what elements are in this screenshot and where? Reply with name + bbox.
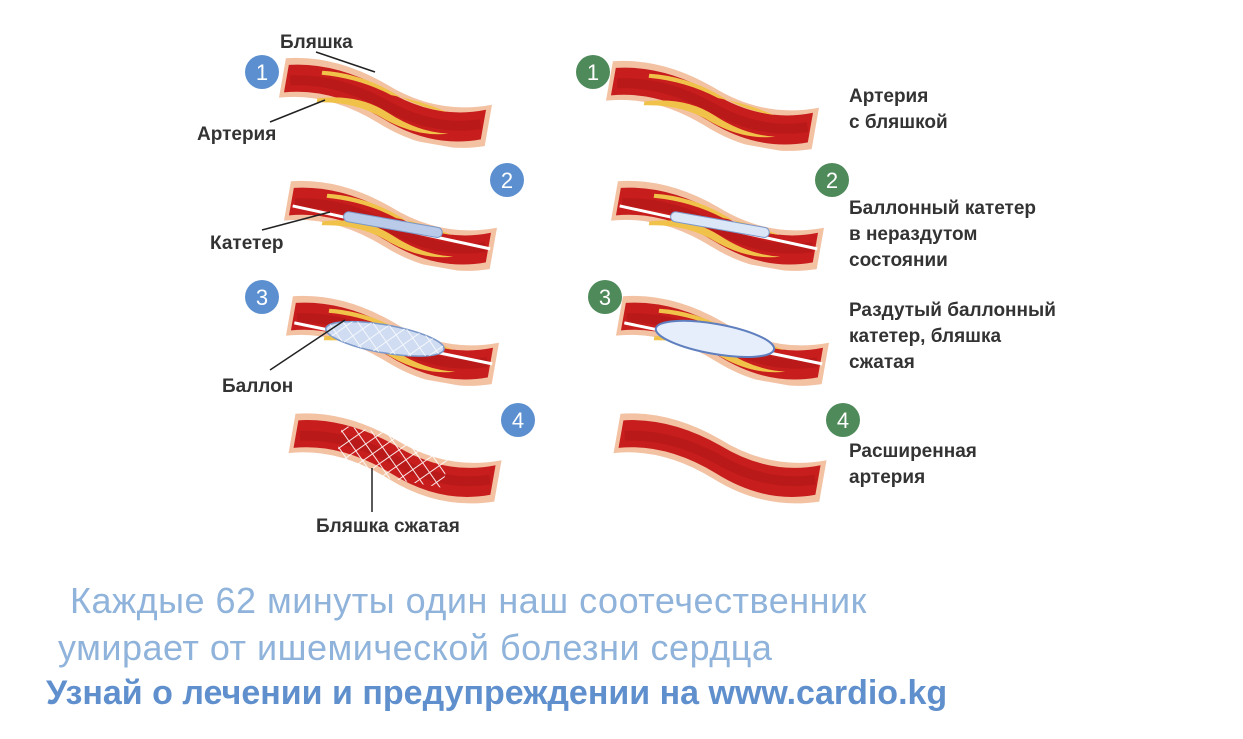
left-badge-2: 2 (490, 163, 524, 197)
label-plaque: Бляшка (280, 32, 353, 53)
svg-text:2: 2 (501, 168, 513, 193)
label-artery: Артерия (197, 124, 276, 145)
right-step-2-description: Баллонный катетер в нераздутом состоянии (849, 196, 1036, 274)
right-step-1-artery (602, 57, 821, 157)
right-badge-2: 2 (815, 163, 849, 197)
description-line: артерия (849, 467, 926, 488)
svg-text:3: 3 (256, 285, 268, 310)
right-step-2-artery (607, 177, 826, 277)
svg-text:4: 4 (512, 408, 524, 433)
artery-leader-line (269, 99, 326, 123)
label-catheter: Катетер (210, 233, 284, 254)
description-line: в нераздутом (849, 224, 978, 245)
svg-text:1: 1 (587, 60, 599, 85)
catheter-leader-line (261, 211, 331, 231)
footer-statistic-line-1: Каждые 62 минуты один наш соотечественни… (70, 580, 867, 621)
description-line: состоянии (849, 250, 948, 271)
plaque-leader-line (315, 51, 376, 73)
left-badge-3: 3 (245, 280, 279, 314)
right-step-4-description: Расширенная артерия (849, 439, 977, 491)
description-line: с бляшкой (849, 112, 948, 133)
right-step-3-artery (612, 292, 831, 392)
svg-text:2: 2 (826, 168, 838, 193)
left-step-3: Баллон (222, 292, 502, 397)
right-step-3-description: Раздутый баллонный катетер, бляшка сжата… (849, 298, 1056, 376)
angioplasty-diagram: Бляшка Артерия Катетер Баллон (197, 32, 860, 537)
right-step-4-artery (610, 409, 829, 509)
svg-text:1: 1 (256, 60, 268, 85)
left-step-2: Катетер (210, 177, 500, 277)
footer-call-to-action: Узнай о лечении и предупреждении на www.… (46, 674, 948, 712)
description-line: Раздутый баллонный (849, 300, 1056, 321)
svg-text:4: 4 (837, 408, 849, 433)
label-balloon: Баллон (222, 376, 293, 397)
svg-text:3: 3 (599, 285, 611, 310)
right-badge-3: 3 (588, 280, 622, 314)
right-badge-4: 4 (826, 403, 860, 437)
left-step-1: Бляшка Артерия (197, 32, 495, 154)
description-line: катетер, бляшка (849, 326, 1002, 347)
left-badge-4: 4 (501, 403, 535, 437)
left-badge-1: 1 (245, 55, 279, 89)
description-line: Артерия (849, 86, 929, 107)
right-step-1-description: Артерия с бляшкой (849, 84, 948, 136)
left-step-4: Бляшка сжатая (285, 409, 504, 537)
balloon-leader-line (269, 319, 346, 371)
footer-statistic-line-2: умирает от ишемической болезни сердца (58, 627, 773, 668)
right-badge-1: 1 (576, 55, 610, 89)
label-compressed-plaque: Бляшка сжатая (316, 516, 460, 537)
description-line: Расширенная (849, 441, 977, 462)
description-line: Баллонный катетер (849, 198, 1037, 219)
description-line: сжатая (849, 352, 915, 373)
